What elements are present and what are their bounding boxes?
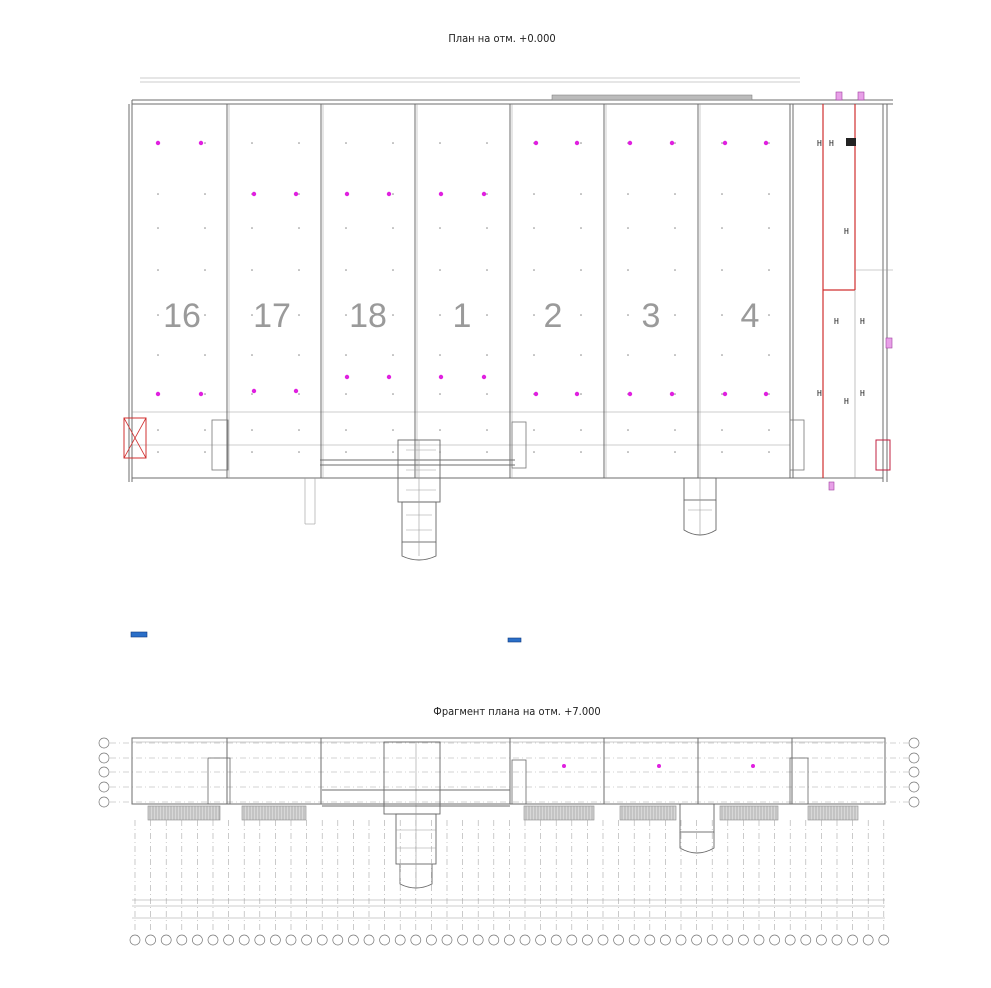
- column-mark: [722, 391, 728, 397]
- column-mark: [344, 374, 350, 380]
- column-marks: [155, 140, 769, 397]
- upper-section-dividers: [226, 738, 793, 804]
- column-mark: [293, 388, 299, 394]
- column-mark: [293, 191, 299, 197]
- svg-text:H: H: [844, 227, 849, 236]
- column-mark: [344, 191, 350, 197]
- blue-marker-center: [507, 637, 522, 643]
- connecting-corridor: [304, 459, 515, 525]
- column-mark: [574, 391, 580, 397]
- column-mark: [386, 374, 392, 380]
- column-axis-bubbles: [129, 934, 890, 946]
- upper-floor-plan: [98, 737, 920, 946]
- ground-floor-plan: H H H H H H H H: [123, 77, 893, 561]
- right-entrance-block: [683, 477, 717, 536]
- column-mark: [627, 140, 633, 146]
- column-mark: [155, 140, 161, 146]
- blue-marker-left: [130, 631, 148, 638]
- column-mark: [438, 374, 444, 380]
- column-mark: [574, 140, 580, 146]
- section-label: 2: [544, 297, 563, 335]
- column-mark: [481, 191, 487, 197]
- section-label: 18: [349, 297, 387, 335]
- column-mark: [198, 140, 204, 146]
- section-label: 17: [253, 297, 291, 335]
- column-mark: [763, 140, 769, 146]
- ground-plan-title: План на отм. +0.000: [448, 32, 555, 45]
- section-label: 16: [163, 297, 201, 335]
- left-stair-core: [123, 417, 805, 471]
- section-labels: 16 17 18 1 2 3 4: [163, 297, 759, 335]
- column-mark: [386, 191, 392, 197]
- section-label: 3: [642, 297, 661, 335]
- svg-text:H: H: [829, 139, 834, 148]
- column-mark: [438, 191, 444, 197]
- section-label: 4: [741, 297, 760, 335]
- svg-text:H: H: [817, 139, 822, 148]
- upper-plan-title: Фрагмент плана на отм. +7.000: [433, 705, 600, 718]
- svg-text:H: H: [817, 389, 822, 398]
- column-mark: [481, 374, 487, 380]
- svg-text:H: H: [834, 317, 839, 326]
- column-mark: [533, 391, 539, 397]
- section-label: 1: [453, 297, 472, 335]
- loading-canopies: [147, 805, 859, 821]
- column-mark: [533, 140, 539, 146]
- svg-text:H: H: [844, 397, 849, 406]
- column-mark: [198, 391, 204, 397]
- column-mark: [669, 140, 675, 146]
- column-grid-lines: [134, 820, 885, 932]
- column-mark: [251, 388, 257, 394]
- central-entrance-block: [397, 439, 441, 561]
- svg-text:H: H: [860, 389, 865, 398]
- column-mark: [763, 391, 769, 397]
- right-wing: H H H H H H H H: [789, 91, 893, 491]
- column-mark: [251, 191, 257, 197]
- column-mark: [669, 391, 675, 397]
- top-gallery-band: [551, 94, 753, 101]
- section-dividers: [226, 104, 701, 478]
- svg-text:H: H: [860, 317, 865, 326]
- column-mark: [155, 391, 161, 397]
- row-axis-bubbles: [98, 737, 920, 808]
- column-mark: [627, 391, 633, 397]
- column-mark: [722, 140, 728, 146]
